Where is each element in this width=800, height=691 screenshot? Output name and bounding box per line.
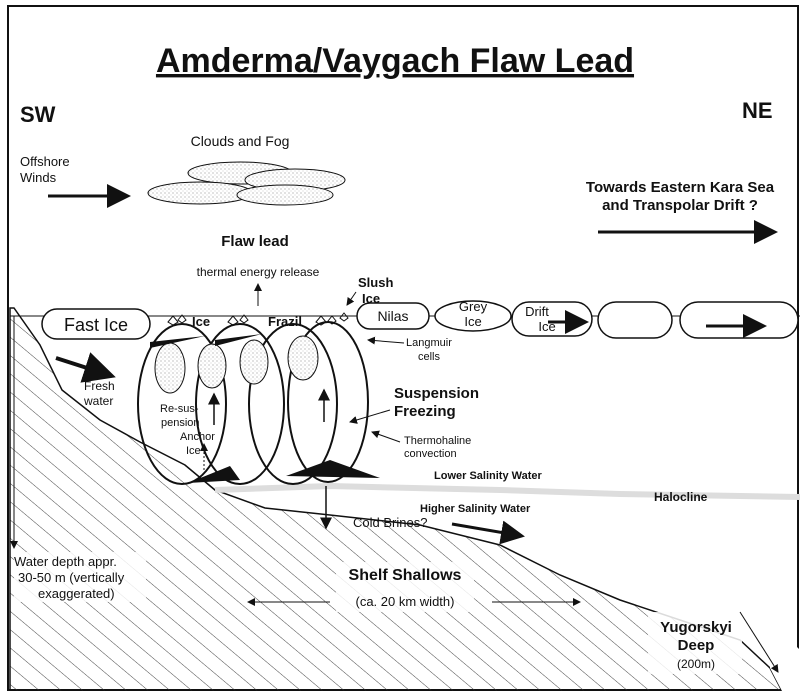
- svg-text:Ice: Ice: [186, 445, 201, 457]
- svg-text:Deep: Deep: [678, 637, 715, 654]
- svg-text:pension: pension: [161, 417, 200, 429]
- cloud-group: [148, 162, 345, 205]
- lower-salinity-label: Lower Salinity Water: [434, 470, 543, 482]
- svg-text:and Transpolar Drift ?: and Transpolar Drift ?: [602, 197, 758, 214]
- svg-text:Freezing: Freezing: [394, 403, 456, 420]
- svg-text:Winds: Winds: [20, 170, 57, 185]
- shelf-width-label: (ca. 20 km width): [356, 594, 455, 609]
- anchor-ice-label: Anchor: [180, 431, 215, 443]
- drift-floe-2: [598, 302, 672, 338]
- svg-text:water: water: [83, 394, 113, 408]
- halocline-label: Halocline: [654, 490, 708, 504]
- drift-floe-3: [680, 302, 798, 338]
- yugorskyi-deep-label: Yugorskyi: [660, 619, 732, 636]
- higher-salinity-label: Higher Salinity Water: [420, 503, 531, 515]
- svg-text:exaggerated): exaggerated): [38, 586, 115, 601]
- suspension-freezing-label: Suspension: [394, 385, 479, 402]
- slush-ice-label: Slush: [358, 275, 393, 290]
- langmuir-swirls: [155, 336, 318, 393]
- clouds-and-fog-label: Clouds and Fog: [191, 133, 290, 149]
- flaw-lead-label: Flaw lead: [221, 233, 289, 250]
- cold-brines-label: Cold Brines?: [353, 515, 427, 530]
- svg-text:(200m): (200m): [677, 657, 715, 671]
- grey-ice-label: Grey: [459, 299, 488, 314]
- shelf-shallows-label: Shelf Shallows: [349, 567, 462, 584]
- frazil-label: Frazil: [268, 314, 302, 329]
- direction-sw: SW: [20, 102, 56, 127]
- svg-text:convection: convection: [404, 448, 457, 460]
- fast-ice-label: Fast Ice: [64, 315, 128, 335]
- cold-brines-arrow: [452, 524, 522, 536]
- svg-text:Ice: Ice: [464, 314, 481, 329]
- resuspension-label: Re-sus-: [160, 403, 199, 415]
- svg-text:30-50 m (vertically: 30-50 m (vertically: [18, 570, 125, 585]
- fresh-water-arrow: [56, 358, 112, 376]
- page-title: Amderma/Vaygach Flaw Lead: [156, 42, 634, 80]
- direction-ne: NE: [742, 98, 773, 123]
- langmuir-label: Langmuir: [406, 337, 452, 349]
- towards-label: Towards Eastern Kara Sea: [586, 179, 775, 196]
- thermohaline-label: Thermohaline: [404, 435, 471, 447]
- drift-ice-label: Drift: [525, 304, 549, 319]
- offshore-winds-label: Offshore: [20, 154, 70, 169]
- svg-text:cells: cells: [418, 351, 441, 363]
- water-depth-label: Water depth appr.: [14, 554, 117, 569]
- nilas-label: Nilas: [377, 308, 408, 324]
- halocline-band: [215, 486, 800, 497]
- thermal-energy-label: thermal energy release: [197, 265, 320, 279]
- fresh-water-label: Fresh: [84, 379, 115, 393]
